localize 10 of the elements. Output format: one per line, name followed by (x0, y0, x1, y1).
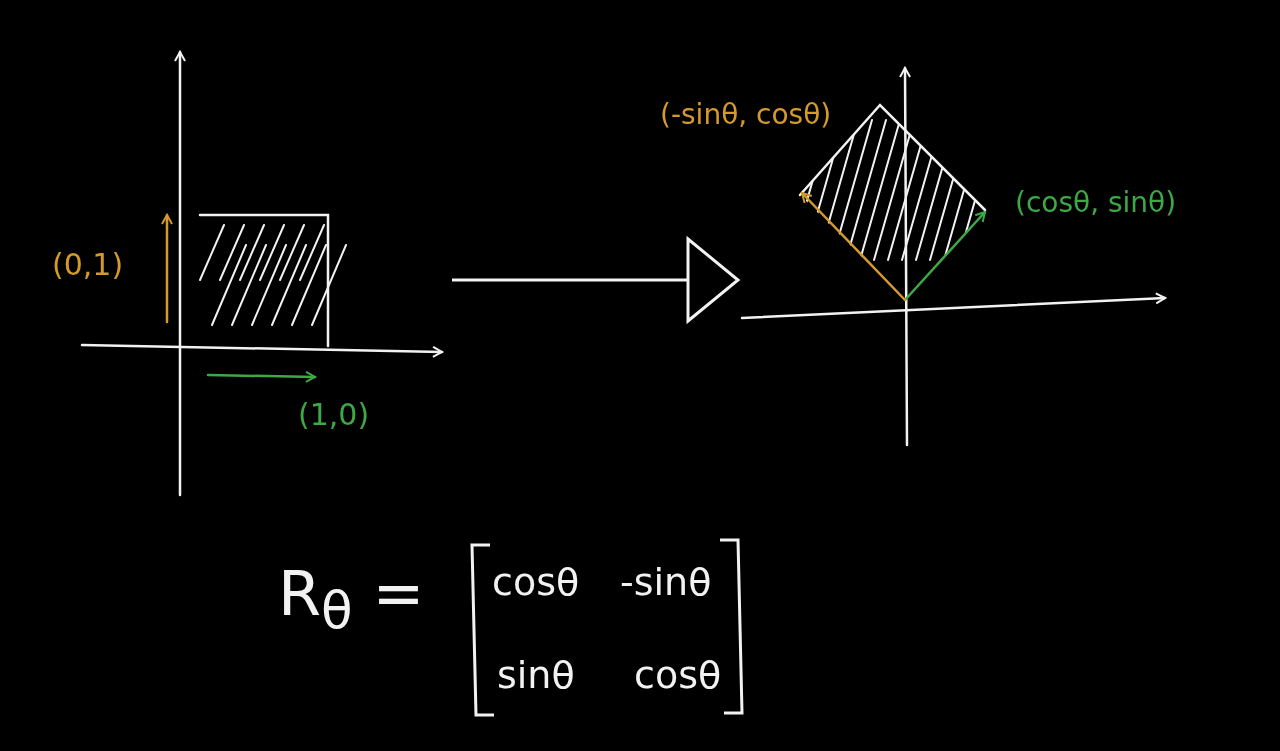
matrix-entry: -sinθ (620, 562, 712, 604)
coordinate-label: (0,1) (52, 248, 124, 281)
matrix-entry: cosθ (492, 562, 580, 604)
coordinate-label: (1,0) (298, 398, 370, 431)
matrix-entry: cosθ (634, 655, 722, 697)
matrix-symbol: R$_{θ}$ = (278, 560, 425, 640)
matrix-entry: sinθ (497, 655, 575, 697)
coordinate-label: (-sinθ, cosθ) (660, 100, 832, 131)
coordinate-label: (cosθ, sinθ) (1015, 188, 1177, 219)
arrow (452, 237, 740, 323)
